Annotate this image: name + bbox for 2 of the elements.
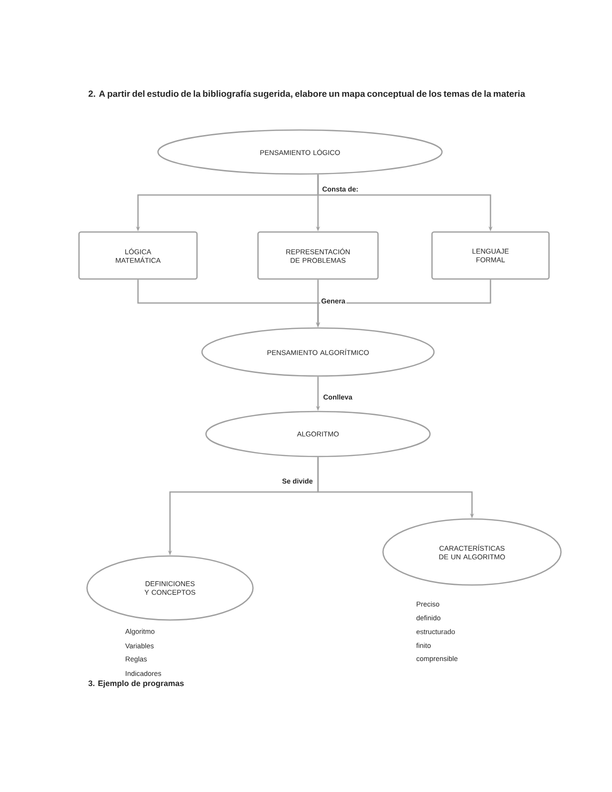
section-heading: 3. Ejemplo de programas xyxy=(88,680,184,688)
heading: 2. A partir del estudio de la bibliografía sugerida, elabore un mapa conceptual de los temas de la materia xyxy=(88,90,526,99)
